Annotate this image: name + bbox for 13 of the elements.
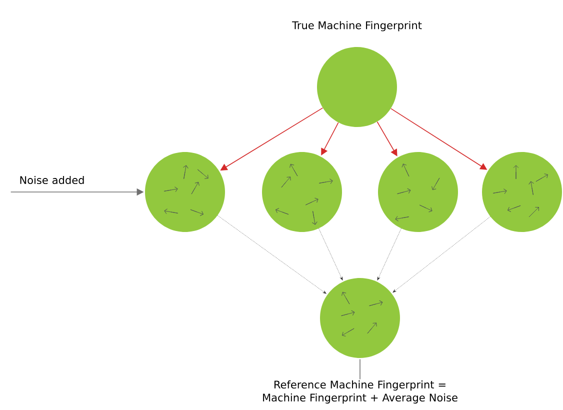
arrow bbox=[392, 216, 491, 293]
arrow bbox=[377, 228, 402, 280]
noise-circle bbox=[378, 152, 458, 232]
node-label: True Machine Fingerprint bbox=[292, 21, 422, 32]
noise-circle bbox=[320, 278, 400, 358]
arrow bbox=[318, 228, 343, 280]
arrow bbox=[321, 122, 339, 156]
noise-circle bbox=[145, 152, 225, 232]
text-label: Reference Machine Fingerprint = Machine Fingerprint + Average Noise bbox=[263, 380, 458, 404]
arrow bbox=[217, 215, 326, 294]
noise-circle bbox=[482, 152, 562, 232]
text-label: Noise added bbox=[20, 176, 84, 184]
noise-circle bbox=[262, 152, 342, 232]
